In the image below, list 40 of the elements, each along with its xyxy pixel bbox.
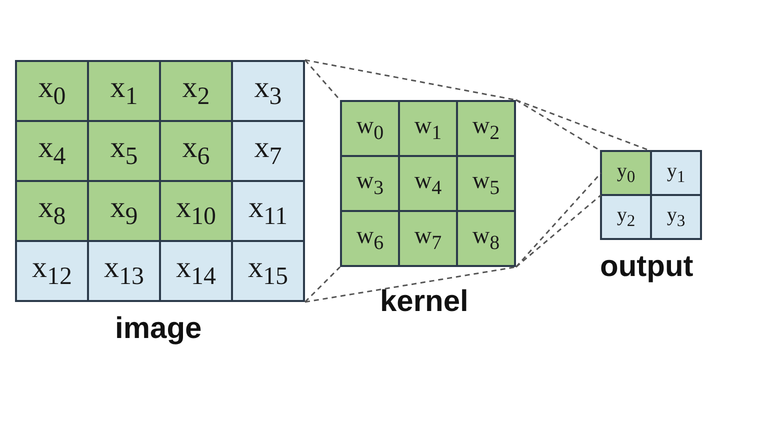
matrix-cell: x$_{13}$: [88, 241, 160, 301]
projection-line: [304, 60, 341, 100]
matrix-cell: y$_{0}$: [601, 151, 651, 195]
matrix-cell: y$_{2}$: [601, 195, 651, 239]
matrix-cell: x$_{11}$: [232, 181, 304, 241]
matrix-cell: x$_{15}$: [232, 241, 304, 301]
projection-line: [516, 99, 602, 152]
matrix-cell: w$_{5}$: [457, 156, 515, 211]
matrix-cell: x$_{7}$: [232, 121, 304, 181]
matrix-cell: y$_{3}$: [651, 195, 701, 239]
matrix-cell: x$_{12}$: [16, 241, 88, 301]
matrix-cell: w$_{1}$: [399, 101, 457, 156]
matrix-cell: x$_{1}$: [88, 61, 160, 121]
matrix-cell: x$_{6}$: [160, 121, 232, 181]
matrix-cell: x$_{14}$: [160, 241, 232, 301]
matrix-cell: w$_{0}$: [341, 101, 399, 156]
projection-line: [516, 194, 602, 268]
projection-line: [304, 266, 516, 303]
projection-line: [304, 266, 341, 303]
matrix-cell: w$_{6}$: [341, 211, 399, 266]
projection-line: [516, 99, 652, 152]
matrix-cell: x$_{2}$: [160, 61, 232, 121]
matrix-cell: x$_{8}$: [16, 181, 88, 241]
matrix-cell: x$_{3}$: [232, 61, 304, 121]
matrix-cell: y$_{1}$: [651, 151, 701, 195]
projection-line: [515, 172, 602, 268]
matrix-cell: x$_{9}$: [88, 181, 160, 241]
grid-caption: output: [600, 250, 694, 284]
grid-caption: kernel: [380, 285, 468, 319]
matrix-cell: w$_{3}$: [341, 156, 399, 211]
matrix-cell: w$_{8}$: [457, 211, 515, 266]
grid-caption: image: [115, 312, 202, 346]
matrix-cell: w$_{2}$: [457, 101, 515, 156]
matrix-cell: w$_{7}$: [399, 211, 457, 266]
matrix-cell: x$_{4}$: [16, 121, 88, 181]
matrix-cell: x$_{5}$: [88, 121, 160, 181]
matrix-cell: w$_{4}$: [399, 156, 457, 211]
matrix-cell: x$_{0}$: [16, 61, 88, 121]
matrix-cell: x$_{10}$: [160, 181, 232, 241]
projection-line: [304, 59, 516, 101]
